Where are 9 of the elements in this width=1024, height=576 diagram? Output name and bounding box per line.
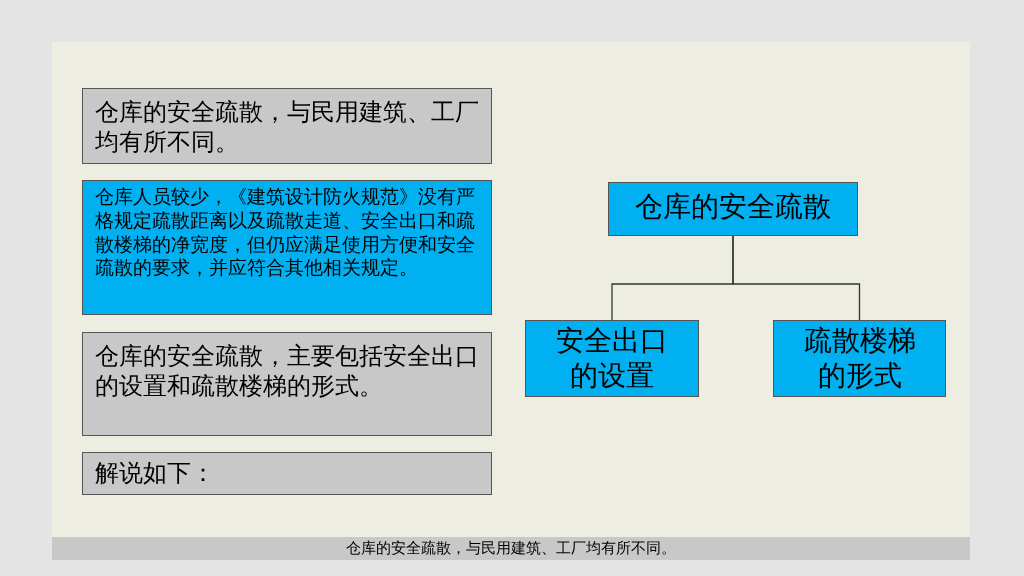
text-box: 解说如下： [82, 452, 492, 495]
text-box: 疏散楼梯的形式 [773, 320, 946, 397]
text-box: 安全出口的设置 [525, 320, 699, 397]
connector-line [732, 235, 861, 321]
caption-bar: 仓库的安全疏散，与民用建筑、工厂均有所不同。 [52, 537, 970, 560]
text-box: 仓库人员较少，《建筑设计防火规范》没有严格规定疏散距离以及疏散走道、安全出口和疏散楼梯的净宽度，但仍应满足使用方便和安全疏散的要求，并应符合其他相关规定。 [82, 180, 492, 315]
text-box: 仓库的安全疏散 [608, 182, 858, 236]
text-box: 仓库的安全疏散，主要包括安全出口的设置和疏散楼梯的形式。 [82, 332, 492, 436]
text-box: 仓库的安全疏散，与民用建筑、工厂均有所不同。 [82, 88, 492, 164]
